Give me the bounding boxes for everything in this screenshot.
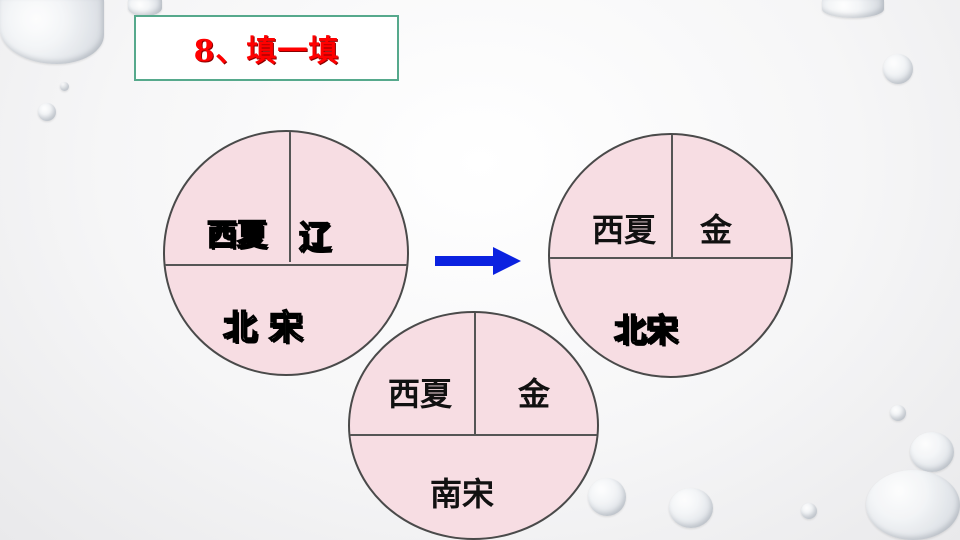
circle-right: 西夏 金 北宋 — [548, 133, 793, 378]
water-drop — [128, 0, 162, 16]
water-drop — [890, 405, 906, 421]
slide-title: 8、填一填 — [193, 34, 340, 69]
divider-vertical — [474, 313, 476, 436]
label-xixia: 西夏 — [388, 375, 453, 413]
divider-horizontal — [165, 264, 407, 266]
water-drop — [38, 103, 56, 121]
label-xixia: 西夏 — [592, 211, 657, 249]
label-jin: 金 — [700, 211, 733, 249]
divider-vertical — [289, 132, 291, 262]
circle-left: 西夏 辽 北 宋 — [163, 130, 409, 376]
water-drop — [822, 0, 884, 18]
label-xixia: 西夏 — [206, 217, 268, 254]
water-drop — [883, 54, 913, 84]
water-drop — [801, 503, 817, 519]
water-drop — [910, 432, 954, 472]
divider-vertical — [671, 135, 673, 259]
water-drop — [588, 478, 626, 516]
label-nansong: 南宋 — [430, 475, 495, 513]
label-beisong: 北 宋 — [222, 307, 303, 349]
label-liao: 辽 — [298, 217, 332, 257]
water-drop — [669, 488, 713, 528]
label-beisong: 北宋 — [613, 310, 679, 350]
label-jin: 金 — [518, 375, 551, 413]
water-drop — [60, 82, 69, 91]
circle-bottom: 西夏 金 南宋 — [348, 311, 599, 540]
divider-horizontal — [350, 434, 597, 436]
title-box: 8、填一填 — [134, 15, 399, 81]
right-arrow-icon — [435, 247, 521, 275]
water-drop — [866, 470, 960, 540]
water-drop — [0, 0, 104, 64]
divider-horizontal — [550, 257, 791, 259]
